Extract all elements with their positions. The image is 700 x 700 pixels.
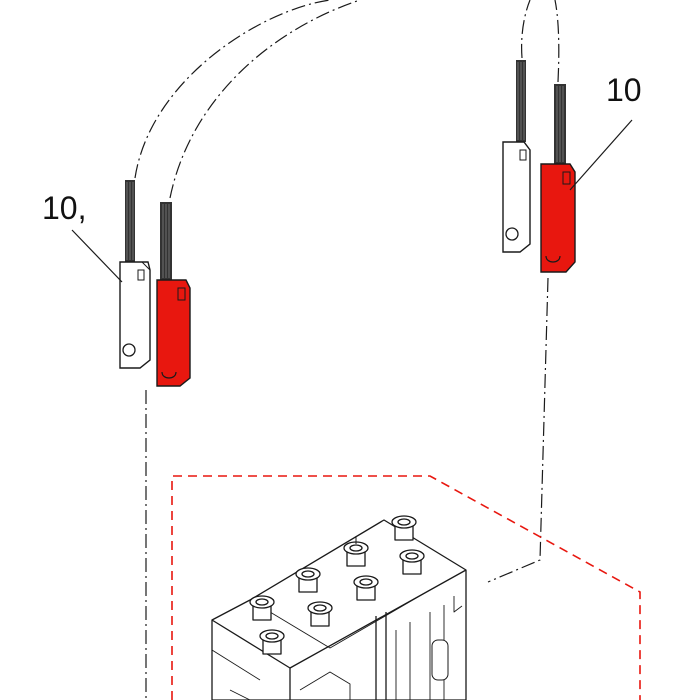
sensor-plate-icon xyxy=(502,60,531,253)
callout-label-left: 10, xyxy=(42,190,87,226)
callout-leader-right xyxy=(569,119,633,191)
assembly-region-outline xyxy=(171,475,641,700)
bushing-posts xyxy=(249,515,425,655)
right-sensor-pair xyxy=(502,60,633,273)
callout-leader-left xyxy=(71,229,123,283)
cable-path-inner xyxy=(169,0,361,199)
sensor-plate-icon xyxy=(119,180,151,369)
cable-path-right-a xyxy=(521,0,531,59)
callout-label-right: 10 xyxy=(606,72,642,108)
leader-right-down xyxy=(487,277,549,583)
sensor-plate-highlighted-icon xyxy=(156,202,191,387)
left-sensor-pair xyxy=(71,180,191,387)
cable-path-right-b xyxy=(554,0,560,83)
cable-routing-lines xyxy=(134,0,560,700)
connector-block-icon xyxy=(211,515,467,700)
cable-path-outer xyxy=(134,0,331,179)
sensor-plate-highlighted-icon xyxy=(540,84,576,273)
